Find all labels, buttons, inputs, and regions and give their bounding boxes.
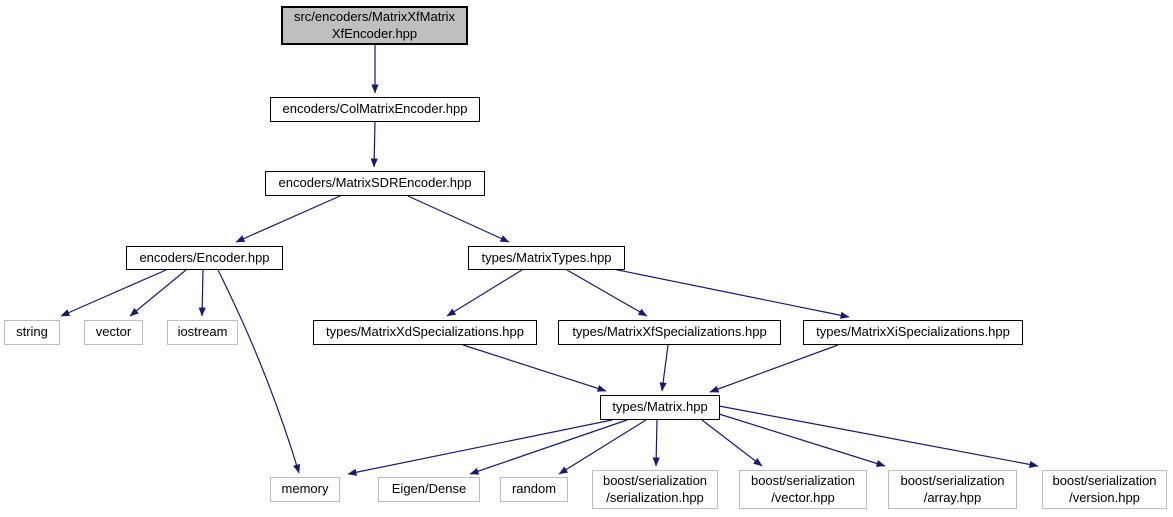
node-encoders-encoder-hpp[interactable]: encoders/Encoder.hpp bbox=[126, 246, 283, 270]
edge-xfspec-to-matrix bbox=[659, 344, 669, 392]
node-random: random bbox=[500, 477, 568, 502]
node-memory: memory bbox=[270, 477, 340, 502]
node-types-matrixxdspecializations-hpp[interactable]: types/MatrixXdSpecializations.hpp bbox=[313, 320, 537, 345]
node-boost-serialization-serialization-hpp: boost/serialization /serialization.hpp bbox=[592, 470, 718, 509]
edge-matrix-to-random bbox=[558, 419, 647, 475]
node-boost-serialization-version-hpp: boost/serialization /version.hpp bbox=[1042, 470, 1167, 509]
edge-encoder-to-vector bbox=[129, 269, 187, 317]
node-eigen-dense: Eigen/Dense bbox=[378, 477, 480, 502]
edge-sdrencoder-to-matrixtypes bbox=[407, 195, 510, 243]
edge-xdspec-to-matrix bbox=[462, 344, 607, 392]
edge-matrixtypes-to-xfspec bbox=[566, 269, 648, 317]
node-src-encoders-matrixxfmatrixxfencoder-hpp: src/encoders/MatrixXfMatrix XfEncoder.hp… bbox=[281, 6, 468, 45]
node-boost-serialization-vector-hpp: boost/serialization /vector.hpp bbox=[739, 470, 867, 509]
node-string: string bbox=[4, 320, 60, 345]
edge-matrixtypes-to-xdspec bbox=[446, 269, 523, 317]
edge-matrix-to-boostversion bbox=[718, 405, 1039, 468]
node-types-matrixxfspecializations-hpp[interactable]: types/MatrixXfSpecializations.hpp bbox=[558, 320, 781, 345]
node-encoders-colmatrixencoder-hpp[interactable]: encoders/ColMatrixEncoder.hpp bbox=[270, 97, 480, 122]
edge-sdrencoder-to-encoder bbox=[235, 195, 341, 243]
node-boost-serialization-array-hpp: boost/serialization /array.hpp bbox=[888, 470, 1017, 509]
edge-matrix-to-boostvector bbox=[701, 419, 763, 467]
node-vector: vector bbox=[84, 320, 143, 345]
node-types-matrixtypes-hpp[interactable]: types/MatrixTypes.hpp bbox=[468, 246, 625, 270]
edge-matrix-to-boostserialization bbox=[652, 419, 660, 467]
edge-matrix-to-boostarray bbox=[718, 413, 886, 467]
node-types-matrixxispecializations-hpp[interactable]: types/MatrixXiSpecializations.hpp bbox=[803, 320, 1023, 345]
edge-xispec-to-matrix bbox=[709, 344, 839, 393]
edge-colmatrixencoder-to-sdrencoder bbox=[370, 121, 378, 168]
edge-encoder-to-iostream bbox=[198, 269, 206, 317]
node-encoders-matrixsdrencoder-hpp[interactable]: encoders/MatrixSDREncoder.hpp bbox=[265, 171, 485, 196]
edge-matrix-to-eigendense bbox=[469, 419, 628, 475]
edge-matrixtypes-to-xispec bbox=[607, 267, 850, 319]
edge-matrix-to-memory bbox=[347, 419, 613, 476]
node-types-matrix-hpp[interactable]: types/Matrix.hpp bbox=[600, 395, 720, 420]
node-iostream: iostream bbox=[167, 320, 238, 345]
edge-encoder-to-string bbox=[60, 269, 167, 317]
edge-encoder-to-memory bbox=[217, 269, 300, 474]
